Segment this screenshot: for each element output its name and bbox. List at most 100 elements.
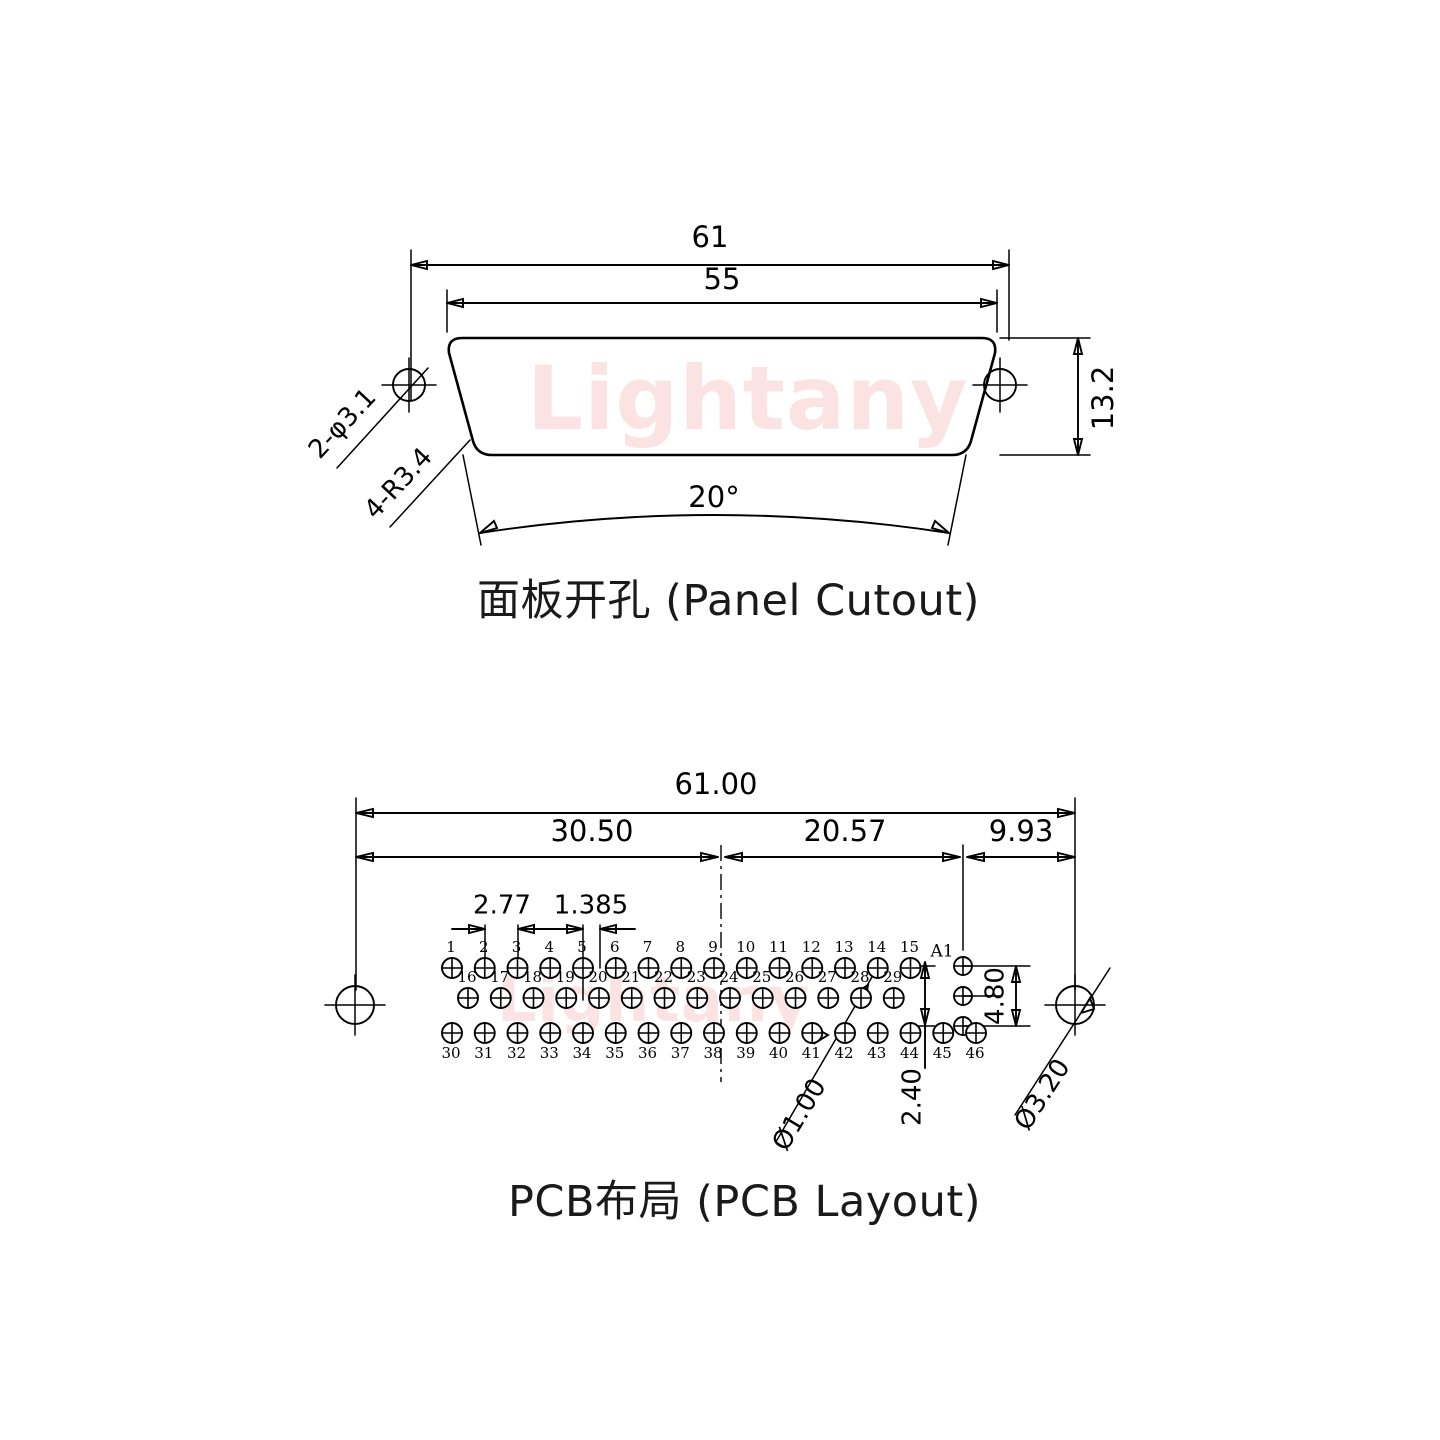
arrow-61-left [410, 259, 428, 271]
pcb-pin-label-41: 41 [802, 1044, 821, 1062]
dim-label-993: 9.93 [989, 814, 1054, 848]
arrow-277-inner-right [517, 923, 535, 935]
pcb-pin-label-17: 17 [490, 968, 509, 986]
pcb-pin-label-37: 37 [671, 1044, 690, 1062]
arrow-3050-right [700, 851, 719, 863]
pcb-pin-label-36: 36 [638, 1044, 657, 1062]
dim-label-2057: 20.57 [803, 814, 886, 848]
arrow-1385-inner-right [599, 923, 617, 935]
pin-row-3: 30 31 32 33 34 35 36 37 38 39 40 41 42 43 44 45 46 [441, 1022, 987, 1062]
arrow-480-top [1010, 965, 1022, 983]
arrow-3050-left [355, 851, 374, 863]
pcb-pin-label-8: 8 [675, 938, 685, 956]
pcb-pin-label-22: 22 [654, 968, 673, 986]
pcb-pin-label-19: 19 [556, 968, 575, 986]
pcb-pin-label-20: 20 [588, 968, 607, 986]
dim-label-hole-dia: 2-φ3.1 [303, 383, 383, 465]
pcb-pin-label-12: 12 [802, 938, 821, 956]
arrow-240-top [919, 961, 931, 979]
pcb-pin-label-42: 42 [834, 1044, 853, 1062]
dim-label-1385: 1.385 [554, 891, 628, 921]
panel-cutout-group: 61 55 2-φ3.1 4-R3.4 [303, 220, 1120, 546]
pcb-pin-label-27: 27 [818, 968, 837, 986]
dim-label-radius: 4-R3.4 [359, 442, 439, 525]
pcb-pin-label-13: 13 [834, 938, 853, 956]
panel-cutout-outline [447, 336, 997, 457]
pcb-pin-label-34: 34 [572, 1044, 591, 1062]
pcb-pin-label-31: 31 [474, 1044, 493, 1062]
leader-hole-dia [336, 367, 429, 469]
pcb-pin-label-6: 6 [610, 938, 620, 956]
pcb-pin-label-9: 9 [708, 938, 718, 956]
pcb-pin-label-2: 2 [479, 938, 489, 956]
pcb-pin-label-28: 28 [850, 968, 869, 986]
leader-mount-dia [1014, 967, 1111, 1116]
pcb-pin-label-7: 7 [643, 938, 653, 956]
pcb-pin-label-38: 38 [703, 1044, 722, 1062]
arrow-240-bottom [919, 1008, 931, 1026]
dim-label-61: 61 [692, 220, 729, 254]
pcb-pin-label-15: 15 [900, 938, 919, 956]
leader-radius [389, 439, 471, 528]
dim-label-55: 55 [704, 262, 741, 296]
arrow-480-bottom [1010, 1009, 1022, 1027]
pcb-pin-label-32: 32 [507, 1044, 526, 1062]
pcb-pin-label-26: 26 [785, 968, 804, 986]
pcb-pin-label-23: 23 [687, 968, 706, 986]
arrow-angle-right [930, 519, 950, 534]
arrow-6100-right [1057, 807, 1076, 819]
arrow-2057-left [724, 851, 743, 863]
angle-ext-left [462, 454, 482, 546]
pcb-pin-label-25: 25 [752, 968, 771, 986]
angle-ext-right [947, 454, 967, 546]
pcb-pin-label-5: 5 [577, 938, 587, 956]
label-a1: A1 [929, 942, 953, 962]
pcb-pin-label-39: 39 [736, 1044, 755, 1062]
arrow-132-top [1072, 337, 1084, 355]
pcb-pin-label-16: 16 [457, 968, 476, 986]
pcb-pin-label-21: 21 [621, 968, 640, 986]
dim-label-3050: 30.50 [550, 814, 633, 848]
pcb-pin-label-29: 29 [883, 968, 902, 986]
dim-label-6100: 61.00 [674, 767, 757, 801]
arrow-2057-right [942, 851, 961, 863]
pcb-pin-label-35: 35 [605, 1044, 624, 1062]
dim-label-signal-dia: Ø1.00 [767, 1073, 833, 1156]
arrow-6100-left [355, 807, 374, 819]
pin-row-2: 16 17 18 19 20 21 22 23 24 25 26 27 28 29 [457, 968, 905, 1009]
pcb-pin-label-43: 43 [867, 1044, 886, 1062]
pcb-pin-label-30: 30 [441, 1044, 460, 1062]
dim-label-480: 4.80 [981, 967, 1011, 1025]
dim-label-277: 2.77 [473, 891, 531, 921]
arrow-55-right [980, 297, 998, 309]
pcb-pin-label-10: 10 [736, 938, 755, 956]
pcb-pin-label-24: 24 [719, 968, 738, 986]
pcb-pin-label-44: 44 [900, 1044, 919, 1062]
pcb-pin-label-40: 40 [769, 1044, 788, 1062]
pcb-pin-label-45: 45 [933, 1044, 952, 1062]
dim-label-mount-dia: Ø3.20 [1009, 1054, 1077, 1136]
pcb-pin-label-3: 3 [512, 938, 522, 956]
dim-label-angle: 20° [688, 480, 739, 514]
pcb-layout-caption: PCB布局 (PCB Layout) [508, 1177, 981, 1227]
arrow-61-right [992, 259, 1010, 271]
pcb-pin-label-1: 1 [446, 938, 456, 956]
pcb-pin-label-18: 18 [523, 968, 542, 986]
dim-label-132: 13.2 [1086, 366, 1120, 431]
arrow-277-inner-left [468, 923, 486, 935]
pcb-pin-label-33: 33 [540, 1044, 559, 1062]
pcb-pin-label-46: 46 [965, 1044, 984, 1062]
pcb-pin-label-11: 11 [769, 938, 788, 956]
arrow-132-bottom [1072, 438, 1084, 456]
arrow-mount-dia [1078, 995, 1096, 1015]
arrow-1385-inner-left [566, 923, 584, 935]
arrow-angle-left [479, 519, 499, 534]
arrow-55-left [446, 297, 464, 309]
panel-cutout-caption: 面板开孔 (Panel Cutout) [477, 576, 980, 626]
pcb-pin-label-4: 4 [544, 938, 554, 956]
arrow-993-left [966, 851, 985, 863]
